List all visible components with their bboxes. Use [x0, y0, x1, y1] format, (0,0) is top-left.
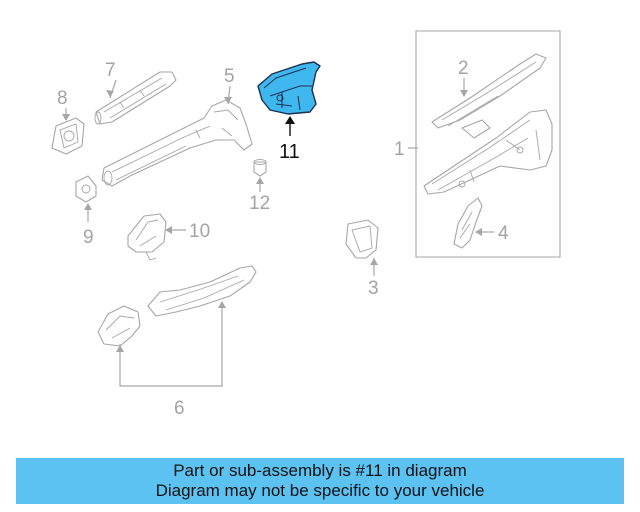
part-12[interactable]: [253, 159, 267, 177]
part-9[interactable]: [75, 175, 97, 203]
callout-3: 3: [368, 278, 379, 299]
callout-4: 4: [498, 223, 509, 244]
info-banner: Part or sub-assembly is #11 in diagram D…: [16, 458, 624, 504]
banner-line-1: Part or sub-assembly is #11 in diagram: [173, 461, 467, 480]
callout-6: 6: [174, 398, 185, 419]
part-2[interactable]: [431, 53, 547, 129]
callout-12: 12: [249, 193, 270, 214]
banner-line-2: Diagram may not be specific to your vehi…: [155, 481, 485, 500]
callout-10: 10: [189, 221, 210, 242]
leader-6: [119, 302, 223, 387]
part-5[interactable]: [101, 99, 253, 187]
callout-7: 7: [105, 60, 116, 81]
callout-1: 1: [394, 139, 405, 160]
part-7[interactable]: [94, 71, 177, 125]
arrowheads: [62, 90, 482, 352]
callout-9: 9: [83, 227, 94, 248]
callout-5: 5: [224, 66, 235, 87]
part-10[interactable]: [127, 213, 167, 261]
part-8[interactable]: [51, 117, 85, 155]
part-11[interactable]: [257, 61, 321, 115]
callout-11: 11: [279, 141, 300, 163]
part-1[interactable]: [423, 109, 553, 195]
callout-8: 8: [57, 88, 68, 109]
part-3[interactable]: [345, 219, 379, 259]
part-4[interactable]: [453, 197, 483, 249]
callout-2: 2: [458, 58, 469, 79]
part-6[interactable]: [97, 265, 257, 347]
